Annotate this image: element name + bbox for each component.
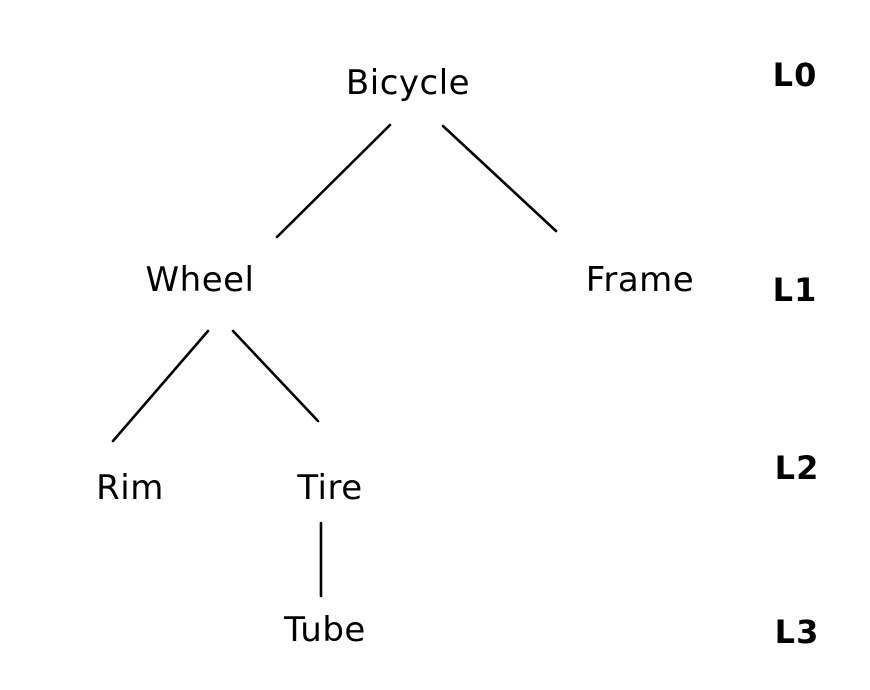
level-label-l3: L3 [774, 613, 820, 651]
edge-group [111, 123, 558, 598]
edge-wheel-tire [231, 329, 320, 423]
edge-wheel-rim [111, 329, 210, 443]
node-bicycle[interactable]: Bicycle [345, 63, 471, 103]
level-label-l2: L2 [774, 449, 820, 487]
level-label-l0: L0 [772, 56, 818, 94]
edge-bicycle-frame [441, 124, 558, 233]
node-frame[interactable]: Frame [585, 260, 695, 300]
node-rim[interactable]: Rim [96, 468, 164, 508]
node-wheel[interactable]: Wheel [145, 260, 255, 300]
node-tire[interactable]: Tire [297, 468, 363, 508]
edge-bicycle-wheel [275, 123, 392, 239]
node-tube[interactable]: Tube [284, 610, 366, 650]
level-label-l1: L1 [772, 271, 818, 309]
